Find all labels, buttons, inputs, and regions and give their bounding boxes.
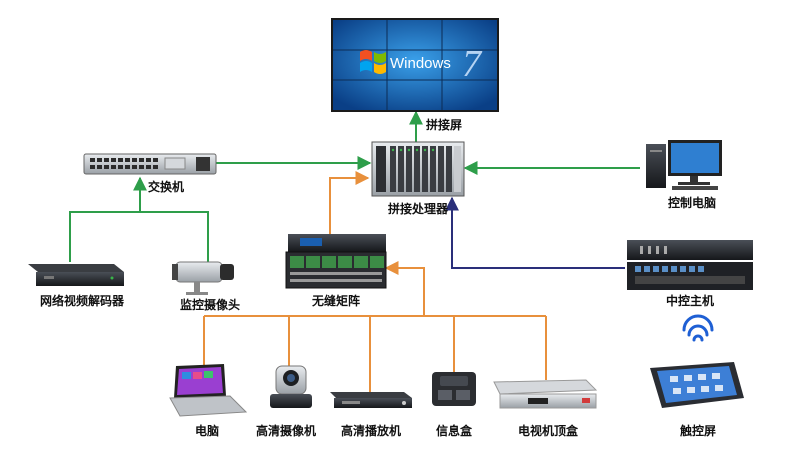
network-decoder-device bbox=[28, 264, 124, 286]
info-box-device bbox=[432, 372, 476, 406]
splice-processor-device bbox=[371, 141, 465, 197]
label-hd-camera: 高清摄像机 bbox=[255, 424, 317, 438]
label-seamless-matrix: 无缝矩阵 bbox=[311, 294, 361, 308]
central-controller-device bbox=[627, 240, 753, 290]
label-control-pc: 控制电脑 bbox=[667, 196, 717, 210]
windows-logo-icon bbox=[360, 50, 386, 74]
laptop-device bbox=[169, 364, 248, 417]
label-splice-processor: 拼接处理器 bbox=[387, 202, 449, 216]
label-splice-screen: 拼接屏 bbox=[425, 118, 463, 132]
label-central-controller: 中控主机 bbox=[665, 294, 715, 308]
screen-version-text: 7 bbox=[462, 43, 483, 85]
link-matrix-to-processor bbox=[329, 171, 370, 234]
label-laptop: 电脑 bbox=[194, 424, 220, 438]
wireless-signal-icon bbox=[682, 314, 714, 342]
network-switch-device bbox=[83, 153, 217, 175]
tv-stb-device bbox=[493, 379, 598, 409]
label-touch-screen: 触控屏 bbox=[679, 424, 717, 438]
label-network-decoder: 网络视频解码器 bbox=[39, 294, 125, 308]
video-wall-screen: Windows 7 bbox=[331, 18, 499, 112]
control-pc-device bbox=[646, 140, 722, 190]
orange-links bbox=[203, 171, 547, 392]
label-switch: 交换机 bbox=[147, 180, 185, 194]
link-controller-to-processor bbox=[445, 196, 625, 269]
label-info-box: 信息盒 bbox=[435, 424, 473, 438]
hd-camera-device bbox=[270, 365, 312, 408]
surveillance-camera-device bbox=[172, 261, 234, 295]
hd-player-device bbox=[330, 392, 412, 408]
label-hd-player: 高清播放机 bbox=[340, 424, 402, 438]
label-surveillance-camera: 监控摄像头 bbox=[179, 298, 241, 312]
label-tv-stb: 电视机顶盒 bbox=[517, 424, 579, 438]
link-sources-to-matrix bbox=[384, 261, 425, 316]
seamless-matrix-device bbox=[285, 234, 387, 289]
touch-screen-device bbox=[650, 362, 744, 408]
link-decoder-camera-to-switch bbox=[69, 211, 209, 262]
screen-brand-text: Windows bbox=[390, 55, 451, 72]
green-links bbox=[69, 110, 640, 262]
